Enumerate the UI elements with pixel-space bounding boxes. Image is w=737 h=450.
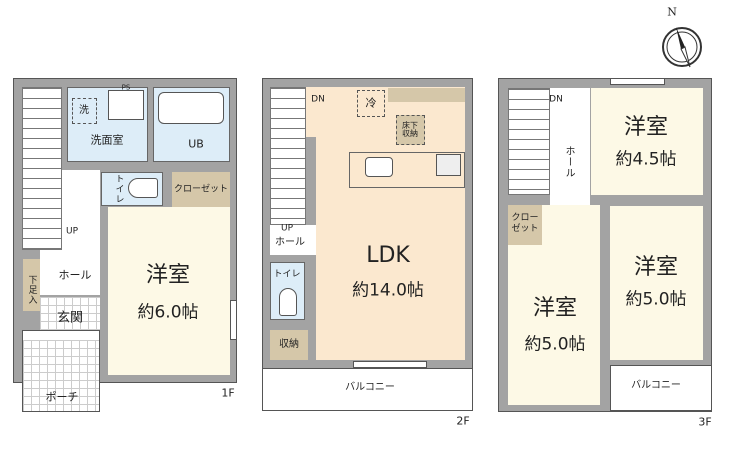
ldk-name: LDK <box>366 243 410 268</box>
bath-label: UB <box>188 137 204 151</box>
stairs-2f <box>270 87 306 225</box>
washer-space <box>72 98 97 124</box>
stairs-3f <box>508 88 550 195</box>
window-3f <box>610 78 665 85</box>
shoe-storage-label: 下足入 <box>26 275 37 305</box>
compass <box>660 25 704 69</box>
floor-label-1f: 1F <box>221 386 235 400</box>
ldk-ext <box>306 87 318 137</box>
entrance-label: 玄関 <box>56 310 84 326</box>
toilet-label-1f: トイレ <box>113 174 124 204</box>
up-label-1f: UP <box>65 226 79 237</box>
window-1f <box>230 300 237 340</box>
hall-label-2f: ホール <box>275 237 305 248</box>
compass-north-label: N <box>667 5 677 19</box>
bathtub-icon <box>158 92 224 124</box>
balcony-label-2f: バルコニー <box>345 382 395 393</box>
ldk <box>316 87 465 360</box>
balcony-3f <box>610 365 712 411</box>
bedroom-1f-name: 洋室 <box>145 263 191 288</box>
storage-2f <box>270 330 308 360</box>
hall-label-3f: ホール <box>563 145 574 179</box>
sink-icon <box>365 157 393 177</box>
closet-1f <box>172 172 230 207</box>
bedroom-1f-size: 約6.0帖 <box>137 302 199 323</box>
toilet-icon-2f <box>279 288 297 316</box>
underfloor-label: 床下収納 <box>402 121 418 138</box>
hall-2f <box>270 225 316 255</box>
kitchen-storage <box>388 88 465 102</box>
toilet-icon <box>128 178 158 198</box>
stairs-1f <box>22 87 62 250</box>
toilet-label-2f: トイレ <box>273 269 301 280</box>
closet-label-3f: クローゼット <box>511 213 539 234</box>
entrance <box>40 297 100 330</box>
floor-label-2f: 2F <box>456 414 470 428</box>
balcony-label-3f: バルコニー <box>631 380 681 391</box>
storage-label-2f: 収納 <box>279 339 299 350</box>
stove-icon <box>436 154 461 176</box>
bedroom-3f-1 <box>591 88 703 195</box>
closet-label-1f: クローゼット <box>173 184 229 195</box>
north-arrow-icon <box>662 27 702 68</box>
bedroom-3f-2-name: 洋室 <box>633 255 679 280</box>
bedroom-1f <box>108 207 230 375</box>
closet-3f <box>508 205 542 245</box>
washer-label: 洗 <box>79 105 89 116</box>
bedroom-3f-3-name: 洋室 <box>532 296 578 321</box>
hall-label-1f: ホール <box>58 268 92 282</box>
hall-1f-lower <box>40 250 100 295</box>
bedroom-3f-2 <box>610 206 703 360</box>
ps-label: PS <box>121 83 131 92</box>
sink <box>108 90 144 120</box>
fridge-label: 冷 <box>365 96 377 110</box>
ldk-size: 約14.0帖 <box>352 280 424 301</box>
up-label-2f: UP <box>280 223 294 234</box>
dn-label-2f: DN <box>311 94 325 105</box>
bedroom-3f-2-size: 約5.0帖 <box>625 289 687 310</box>
bedroom-3f-1-size: 約4.5帖 <box>615 149 677 170</box>
window-2f <box>353 361 427 368</box>
underfloor-storage <box>396 115 425 145</box>
porch-floor <box>23 340 99 411</box>
shoe-storage <box>23 259 40 311</box>
balcony-2f <box>262 368 473 411</box>
fridge-space <box>357 90 385 117</box>
bedroom-3f-1-name: 洋室 <box>623 115 669 140</box>
bedroom-3f-3-size: 約5.0帖 <box>524 334 586 355</box>
porch-label: ポーチ <box>45 390 79 404</box>
washroom-label: 洗面室 <box>90 133 124 147</box>
floor-label-3f: 3F <box>698 415 712 429</box>
dn-label-3f: DN <box>549 94 563 105</box>
